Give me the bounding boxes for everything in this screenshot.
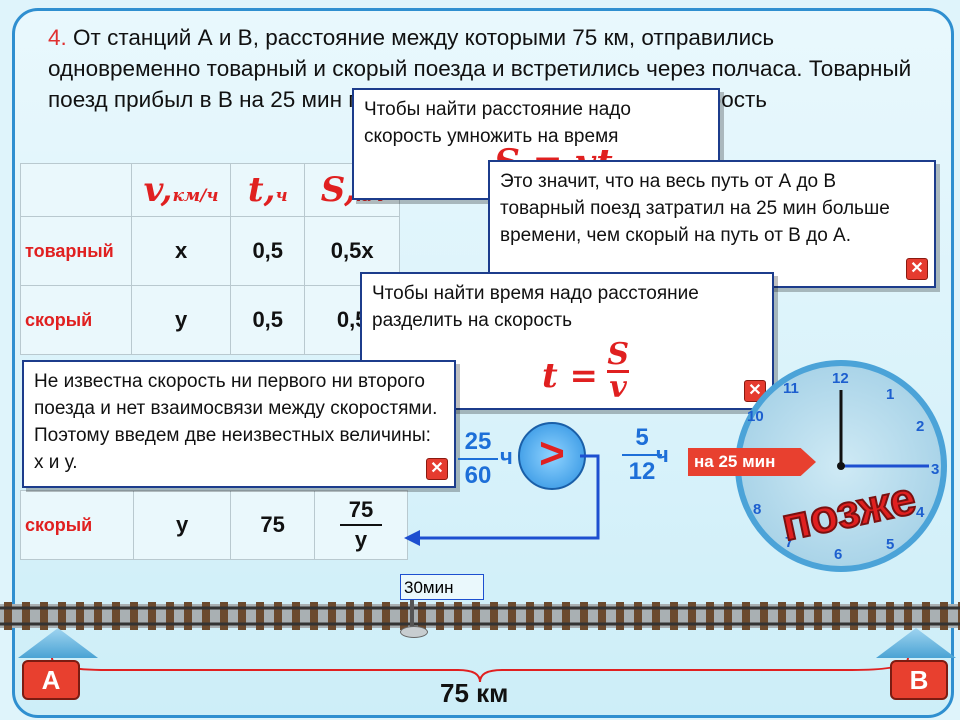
clock-hands-icon — [837, 390, 929, 470]
fraction-left: 25 60 — [458, 428, 498, 490]
track-tie — [40, 602, 48, 630]
later-badge: на 25 мин — [688, 448, 816, 476]
table-row: скорый у 0,5 0,5 — [19, 285, 400, 355]
track-tie — [238, 602, 246, 630]
track-tie — [958, 602, 960, 630]
track-tie — [580, 602, 588, 630]
track-tie — [796, 602, 804, 630]
track-tie — [724, 602, 732, 630]
cell-t: 75 у — [314, 490, 408, 560]
track-tie — [310, 602, 318, 630]
track-tie — [418, 602, 426, 630]
track-tie — [22, 602, 30, 630]
track-tie — [148, 602, 156, 630]
row-label: скорый — [19, 285, 133, 355]
header-t: t,ч — [230, 163, 306, 217]
meet-marker — [410, 600, 414, 630]
time-formula: t = S v — [542, 337, 629, 405]
top-table: v,км/ч t,ч S,км товарный х 0,5 0,5х скор… — [19, 163, 400, 355]
track-tie — [220, 602, 228, 630]
track-tie — [112, 602, 120, 630]
unit-left: ч — [500, 444, 513, 469]
track-tie — [292, 602, 300, 630]
track-tie — [328, 602, 336, 630]
table-row: товарный х 0,5 0,5х — [19, 216, 400, 286]
row-label: скорый — [19, 490, 135, 560]
cell-v: у — [131, 285, 232, 355]
cell-s: 0,5х — [304, 216, 400, 286]
fraction-right: 5 12 — [622, 424, 662, 486]
meet-marker-base — [400, 626, 428, 638]
track-tie — [706, 602, 714, 630]
callout-meaning: Это значит, что на весь путь от А до В т… — [488, 160, 936, 288]
track-tie — [202, 602, 210, 630]
station-b[interactable]: В — [890, 660, 948, 700]
track-tie — [526, 602, 534, 630]
track-tie — [760, 602, 768, 630]
track-tie — [670, 602, 678, 630]
track-tie — [76, 602, 84, 630]
track-tie — [436, 602, 444, 630]
header-v: v,км/ч — [131, 163, 232, 217]
bottom-table: скорый у 75 75 у — [19, 490, 408, 560]
track-tie — [886, 602, 894, 630]
distance-label: 75 км — [440, 678, 509, 708]
track-tie — [472, 602, 480, 630]
problem-number: 4. — [48, 25, 67, 50]
track-tie — [634, 602, 642, 630]
track-tie — [508, 602, 516, 630]
close-icon[interactable]: ✕ — [426, 458, 448, 480]
connector-arrow — [404, 454, 600, 546]
close-icon[interactable]: ✕ — [906, 258, 928, 280]
track-tie — [166, 602, 174, 630]
track-tie — [94, 602, 102, 630]
cell-t: 0,5 — [230, 285, 306, 355]
track-tie — [922, 602, 930, 630]
track-tie — [778, 602, 786, 630]
track-tie — [868, 602, 876, 630]
track-tie — [940, 602, 948, 630]
track-tie — [400, 602, 408, 630]
cell-t: 0,5 — [230, 216, 306, 286]
row-label: товарный — [19, 216, 133, 286]
track-tie — [850, 602, 858, 630]
compare-sign: > — [518, 422, 586, 490]
track-tie — [256, 602, 264, 630]
track-tie — [382, 602, 390, 630]
track-tie — [490, 602, 498, 630]
track-tie — [742, 602, 750, 630]
track-tie — [4, 602, 12, 630]
track-tie — [904, 602, 912, 630]
track-tie — [598, 602, 606, 630]
unit-right: ч — [656, 442, 669, 467]
meet-label: 30мин — [400, 574, 484, 600]
cell-v: х — [131, 216, 232, 286]
track-tie — [562, 602, 570, 630]
track-tie — [832, 602, 840, 630]
track-tie — [130, 602, 138, 630]
track-tie — [814, 602, 822, 630]
track-tie — [616, 602, 624, 630]
track-tie — [184, 602, 192, 630]
cell-v: у — [133, 490, 232, 560]
track-tie — [454, 602, 462, 630]
track-tie — [652, 602, 660, 630]
track-tie — [364, 602, 372, 630]
track-tie — [688, 602, 696, 630]
table-row: скорый у 75 75 у — [19, 490, 408, 560]
station-a[interactable]: А — [22, 660, 80, 700]
track-tie — [58, 602, 66, 630]
cell-s: 75 — [230, 490, 316, 560]
track-tie — [346, 602, 354, 630]
track-tie — [274, 602, 282, 630]
track-tie — [544, 602, 552, 630]
railway-track — [0, 602, 960, 630]
callout-unknowns: Не известна скорость ни первого ни второ… — [22, 360, 456, 488]
